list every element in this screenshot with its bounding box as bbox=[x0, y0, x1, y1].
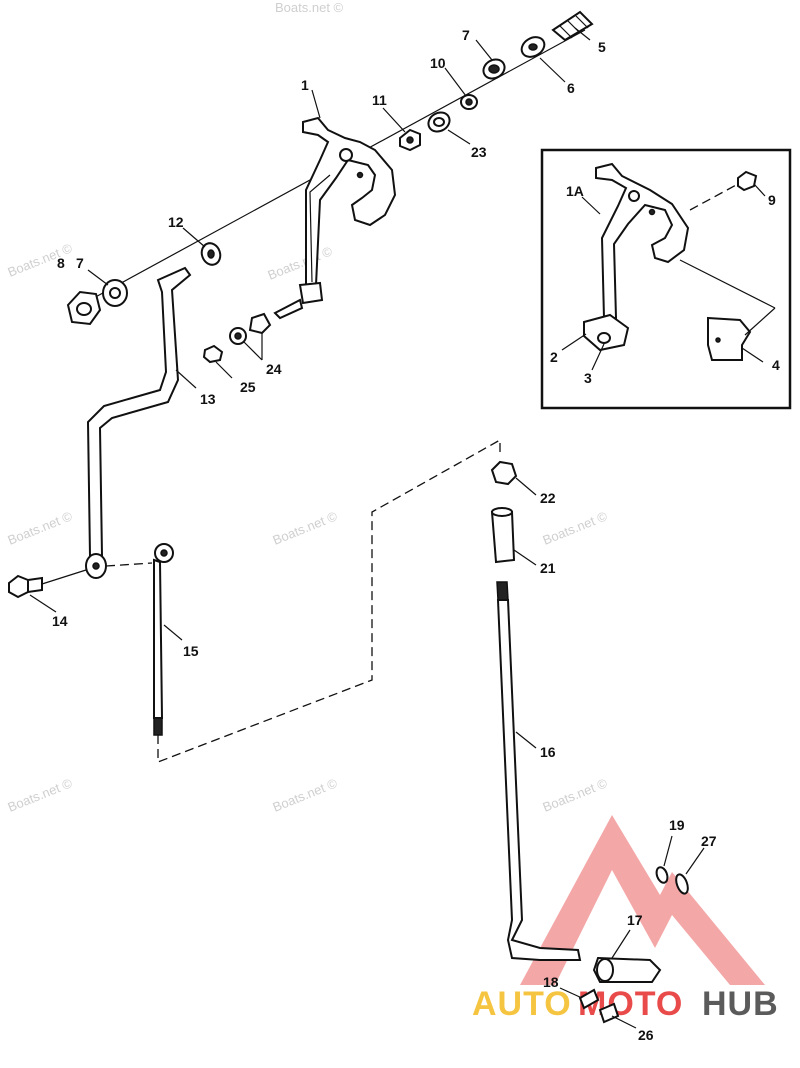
watermark: Boats.net © bbox=[275, 0, 344, 15]
label-5: 5 bbox=[598, 39, 606, 55]
dashed-link-13-15 bbox=[105, 562, 153, 567]
label-22: 22 bbox=[540, 490, 556, 506]
part-26-pin bbox=[598, 1002, 620, 1024]
label-26: 26 bbox=[638, 1027, 654, 1043]
part-10-washer bbox=[460, 94, 478, 110]
part-22-nut bbox=[490, 460, 518, 486]
label-19: 19 bbox=[669, 817, 685, 833]
label-1a: 1A bbox=[566, 183, 584, 199]
part-16-rod bbox=[496, 581, 582, 961]
label-15: 15 bbox=[183, 643, 199, 659]
label-16: 16 bbox=[540, 744, 556, 760]
part-12-washer bbox=[200, 242, 222, 266]
watermark: Boats.net © bbox=[6, 775, 75, 815]
part-24-spacer bbox=[229, 312, 272, 345]
label-25: 25 bbox=[240, 379, 256, 395]
logo-triangle-icon bbox=[520, 815, 765, 985]
label-4: 4 bbox=[772, 357, 780, 373]
part-27-clip bbox=[675, 873, 689, 895]
label-21: 21 bbox=[540, 560, 556, 576]
part-18-pin bbox=[578, 988, 600, 1010]
part-25-nut bbox=[202, 344, 224, 364]
part-7-bushing bbox=[482, 58, 506, 80]
part-11-nut bbox=[399, 128, 421, 152]
label-9: 9 bbox=[768, 192, 776, 208]
part-5-stud bbox=[551, 10, 594, 42]
label-27: 27 bbox=[701, 833, 717, 849]
part-14-bolt bbox=[8, 574, 43, 599]
watermark: Boats.net © bbox=[271, 775, 340, 815]
label-7-left: 7 bbox=[76, 255, 84, 271]
part-21-coupler bbox=[490, 507, 516, 564]
label-2: 2 bbox=[550, 349, 558, 365]
label-23: 23 bbox=[471, 144, 487, 160]
dashed-connector bbox=[157, 438, 501, 763]
part-23-spacer bbox=[427, 111, 451, 133]
label-12: 12 bbox=[168, 214, 184, 230]
label-10: 10 bbox=[430, 55, 446, 71]
label-1: 1 bbox=[301, 77, 309, 93]
part-13-link-rod bbox=[85, 266, 192, 579]
logo-auto: AUTO bbox=[472, 985, 572, 1023]
watermark: Boats.net © bbox=[271, 508, 340, 548]
label-18: 18 bbox=[543, 974, 559, 990]
label-6: 6 bbox=[567, 80, 575, 96]
label-14: 14 bbox=[52, 613, 68, 629]
part-15-rod bbox=[153, 543, 174, 736]
watermark: Boats.net © bbox=[541, 508, 610, 548]
logo-hub: HUB bbox=[702, 985, 779, 1023]
part-6-washer bbox=[520, 36, 546, 58]
inset-box bbox=[540, 148, 792, 410]
part-labels: 1 11 10 7 5 6 23 12 8 7 13 25 24 14 15 2… bbox=[52, 27, 780, 1043]
watermark: Boats.net © bbox=[541, 775, 610, 815]
label-13: 13 bbox=[200, 391, 216, 407]
part-17-clamp bbox=[592, 956, 662, 983]
part-7-left-washer bbox=[102, 279, 128, 307]
leader-14-to-13 bbox=[41, 569, 87, 585]
label-3: 3 bbox=[584, 370, 592, 386]
label-11: 11 bbox=[372, 92, 387, 108]
label-7: 7 bbox=[462, 27, 470, 43]
leader-lines bbox=[29, 27, 766, 1029]
part-8-nut bbox=[66, 290, 102, 326]
label-24: 24 bbox=[266, 361, 282, 377]
part-1-throttle-lever bbox=[273, 116, 397, 320]
part-19-cotter bbox=[655, 866, 669, 884]
label-17: 17 bbox=[627, 912, 643, 928]
watermark: Boats.net © bbox=[6, 508, 75, 548]
watermark: Boats.net © bbox=[266, 243, 335, 283]
label-8: 8 bbox=[57, 255, 65, 271]
